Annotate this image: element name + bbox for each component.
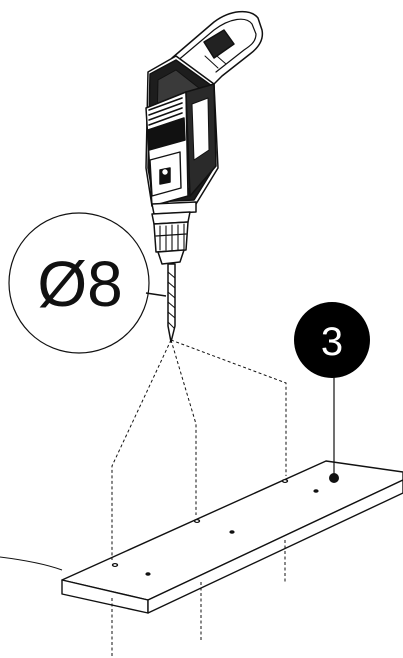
guide-line-left [111, 339, 172, 560]
hole-center-2 [229, 530, 235, 534]
part-number-badge [294, 302, 370, 378]
part-number-label: 3 [321, 320, 343, 364]
drill-bit-size-label: Ø8 [37, 248, 122, 320]
drill-chuck [153, 221, 189, 253]
part-number-callout: 3 [294, 302, 370, 483]
board-leader-line [0, 556, 63, 571]
size-callout-pointer [145, 292, 167, 297]
drill-bit-size-callout: Ø8 [8, 212, 167, 354]
size-callout-circle [8, 212, 150, 354]
power-drill-icon [145, 10, 264, 343]
drill-guide-lines [111, 339, 287, 658]
guide-line-middle [170, 339, 197, 515]
part-number-leader-dot [329, 473, 339, 483]
hole-center-3 [313, 489, 319, 493]
board-side-face [147, 479, 403, 614]
guide-line-right [170, 339, 287, 476]
hole-center-1 [145, 572, 151, 576]
board-panel [61, 460, 403, 614]
